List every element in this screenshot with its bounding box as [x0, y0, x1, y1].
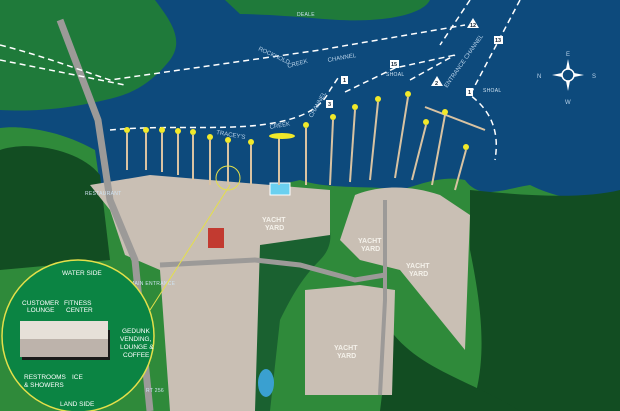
nav-marker-2: 2	[431, 76, 443, 87]
inset-gedunk: GEDUNK	[122, 328, 150, 335]
forest-west	[0, 146, 110, 270]
svg-text:LOUNGE: LOUNGE	[27, 307, 55, 314]
label-creek-1: CREEK	[287, 59, 309, 70]
nav-marker-1b: 1	[466, 88, 473, 96]
compass-s: S	[592, 74, 596, 80]
label-yacht-yard-2: YACHT	[358, 238, 382, 245]
nav-marker-13: 13	[494, 36, 503, 44]
label-rt-256: RT 256	[146, 388, 164, 394]
nav-marker-3: 3	[326, 100, 333, 108]
label-yacht-yard-2b: YARD	[361, 246, 380, 253]
svg-text:VENDING,: VENDING,	[120, 336, 152, 343]
road-east	[378, 200, 387, 396]
label-yacht-yard-3b: YARD	[409, 271, 428, 278]
nav-marker-15: 15	[390, 60, 399, 68]
svg-text:1: 1	[468, 90, 471, 96]
inset-customer-lounge: CUSTOMER	[22, 300, 59, 307]
road-main	[159, 257, 386, 283]
building-red	[208, 228, 224, 248]
svg-text:CENTER: CENTER	[66, 307, 93, 314]
svg-text:3: 3	[328, 102, 331, 108]
yacht-yard-west	[90, 175, 330, 411]
svg-text:12: 12	[470, 23, 476, 29]
inset-target-ring	[215, 165, 241, 191]
label-restaurant: RESTAURANT	[85, 191, 122, 197]
label-traceys: TRACEY'S	[216, 130, 246, 141]
svg-text:2: 2	[435, 81, 438, 87]
inset-ice: ICE	[72, 374, 84, 381]
label-yacht-yard-3: YACHT	[406, 263, 430, 270]
compass-e: E	[566, 52, 570, 58]
label-deale: DEALE	[297, 12, 315, 18]
label-yacht-yard-1: YACHT	[262, 217, 286, 224]
label-yacht-yard-4b: YARD	[337, 353, 356, 360]
label-shoal-1: SHOAL	[386, 72, 404, 78]
svg-text:& SHOWERS: & SHOWERS	[24, 382, 64, 389]
yacht-yard-south	[305, 285, 395, 395]
svg-text:COFFEE: COFFEE	[123, 352, 150, 359]
compass-rose-icon	[552, 59, 584, 91]
forest-south	[380, 330, 520, 411]
forest-center	[240, 200, 331, 411]
compass-n: N	[537, 74, 541, 80]
inset-restrooms: RESTROOMS	[24, 374, 67, 381]
label-shoal-2: SHOAL	[483, 88, 501, 94]
inset-fitness-center: FITNESS	[64, 300, 92, 307]
dock-markers	[124, 91, 469, 150]
label-yacht-yard-4: YACHT	[334, 345, 358, 352]
svg-text:1: 1	[343, 78, 346, 84]
docks	[126, 96, 486, 191]
svg-text:13: 13	[495, 38, 501, 44]
inset-water-side: WATER SIDE	[62, 270, 102, 277]
land-northwest	[0, 0, 177, 111]
inset-pointer	[149, 184, 231, 311]
svg-text:LOUNGE &: LOUNGE &	[120, 344, 154, 351]
inset-land-side: LAND SIDE	[60, 401, 95, 408]
svg-text:15: 15	[391, 62, 397, 68]
nav-marker-12: 12	[467, 18, 479, 29]
yacht-yard-east	[340, 187, 470, 350]
label-creek-2: CREEK	[269, 121, 290, 130]
label-channel-1: CHANNEL	[327, 53, 357, 64]
label-yacht-yard-1b: YARD	[265, 225, 284, 232]
land-deale	[225, 0, 430, 21]
nav-marker-1a: 1	[341, 76, 348, 84]
pond	[258, 369, 274, 397]
label-main-entrance: MAIN ENTRANCE	[130, 281, 176, 287]
forest-east	[470, 190, 620, 411]
facility-inset: WATER SIDE CUSTOMER LOUNGE FITNESS CENTE…	[1, 259, 155, 411]
compass-w: W	[565, 100, 571, 106]
